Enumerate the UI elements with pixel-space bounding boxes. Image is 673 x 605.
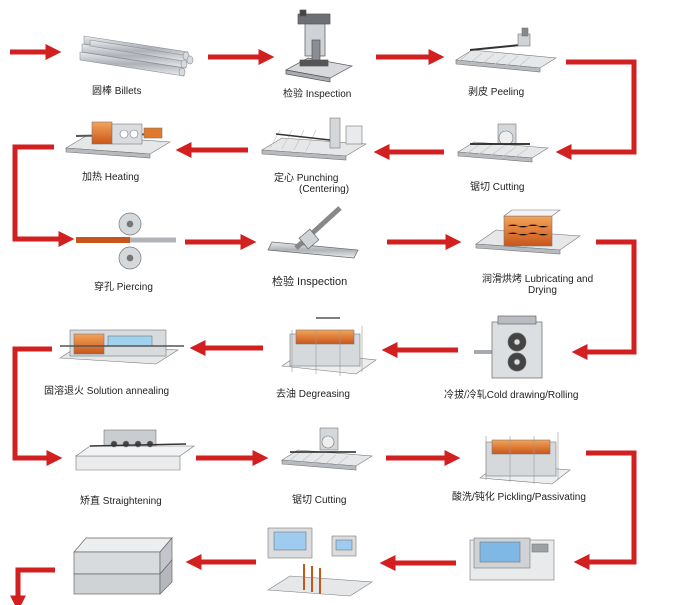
step-label-lubricating-2: Drying xyxy=(528,285,557,296)
step-label-pickling: 酸洗/钝化 Pickling/Passivating xyxy=(452,492,586,503)
arrow-annealing-to-straightening xyxy=(12,346,63,467)
step-label-inspection-1: 检验 Inspection xyxy=(283,89,352,100)
step-label-cold-drawing: 冷拔/冷轧Cold drawing/Rolling xyxy=(444,390,579,401)
straightening-machine-icon xyxy=(75,429,195,471)
saw-cutting-icon-2 xyxy=(281,427,373,471)
step-label-inspection-2: 检验 Inspection xyxy=(272,276,348,288)
step-label-solution-annealing: 固溶退火 Solution annealing xyxy=(44,386,170,397)
packing-crate-icon xyxy=(73,537,173,595)
step-label-cutting-2: 锯切 Cutting xyxy=(292,495,347,506)
saw-cutting-icon xyxy=(457,123,549,163)
inspection-tube-icon xyxy=(267,206,359,259)
arrow-heating-to-piercing xyxy=(12,144,75,248)
cold-drawing-mill-icon xyxy=(474,315,543,379)
arrow-lubricating-to-drawing xyxy=(571,239,637,361)
step-label-cutting-1: 锯切 Cutting xyxy=(470,182,525,193)
step-label-punching-2: (Centering) xyxy=(299,184,350,195)
pickling-tank-icon xyxy=(479,432,571,485)
arrow-peeling-to-cutting xyxy=(555,59,637,161)
step-label-lubricating: 润滑烘烤 Lubricating and xyxy=(482,274,594,285)
step-label-straightening: 矫直 Straightening xyxy=(80,496,162,507)
step-label-punching: 定心 Punching xyxy=(274,173,339,184)
step-label-degreasing: 去油 Degreasing xyxy=(276,389,350,400)
inspection-machine-icon xyxy=(284,9,354,83)
annealing-furnace-icon xyxy=(59,329,184,365)
peeling-machine-icon xyxy=(455,27,557,73)
arrow-exit xyxy=(9,567,55,605)
step-label-peeling: 剥皮 Peeling xyxy=(468,87,525,98)
lubricating-oven-icon xyxy=(475,209,581,255)
heating-furnace-icon xyxy=(65,121,171,159)
arrow-pickling-to-inspection xyxy=(573,450,637,571)
flow-arrows xyxy=(9,43,637,605)
degreasing-tank-icon xyxy=(281,317,377,376)
eddy-current-tester-icon xyxy=(469,537,555,581)
piercing-rolls-icon xyxy=(76,212,176,270)
step-label-heating: 加热 Heating xyxy=(82,172,140,183)
step-label-billets: 圆棒 Billets xyxy=(92,86,142,97)
punching-machine-icon xyxy=(261,117,367,161)
step-label-piercing: 穿孔 Piercing xyxy=(94,282,153,293)
hydrostatic-test-icon xyxy=(267,527,373,597)
billets-icon xyxy=(79,35,194,77)
